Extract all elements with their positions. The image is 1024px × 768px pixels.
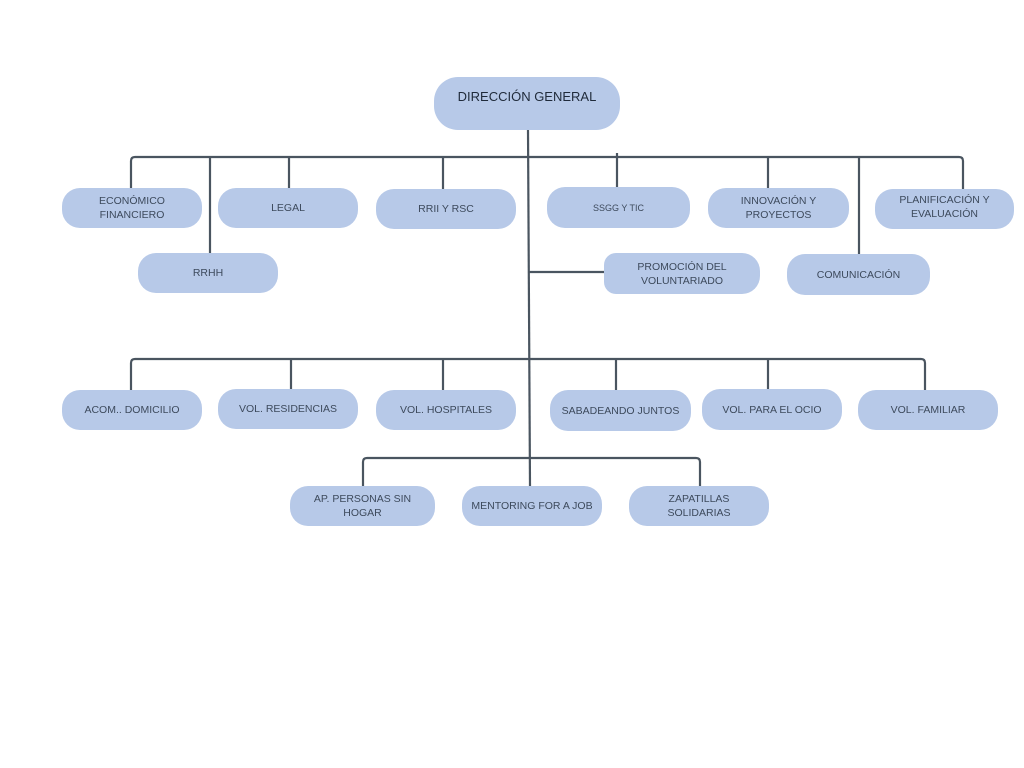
- node-vol-hospitales: VOL. HOSPITALES: [376, 390, 516, 430]
- programs2-bus: [361, 456, 702, 486]
- node-zapatillas: ZAPATILLAS SOLIDARIAS: [629, 486, 769, 526]
- node-label: ACOM.. DOMICILIO: [84, 404, 180, 416]
- node-innovacion: INNOVACIÓN Y PROYECTOS: [708, 188, 849, 228]
- node-rrhh: RRHH: [138, 253, 278, 293]
- node-label: VOL. PARA EL OCIO: [722, 403, 822, 416]
- node-label: VOL. FAMILIAR: [890, 404, 966, 416]
- node-sin-hogar: AP. PERSONAS SIN HOGAR: [290, 486, 435, 526]
- level1-bus: [129, 155, 965, 189]
- node-label: ECONÓMICO FINANCIERO: [99, 195, 165, 221]
- node-direccion-general: DIRECCIÓN GENERAL: [434, 77, 620, 130]
- trunk-line: [526, 129, 532, 487]
- node-label: SSGG Y TIC: [592, 202, 645, 213]
- node-vol-familiar: VOL. FAMILIAR: [858, 390, 998, 430]
- node-rrii: RRII Y RSC: [376, 189, 516, 229]
- node-label: PROMOCIÓN DEL VOLUNTARIADO: [637, 260, 727, 287]
- node-label: PLANIFICACIÓN Y EVALUACIÓN: [899, 194, 990, 220]
- node-sabadeando: SABADEANDO JUNTOS: [550, 390, 691, 431]
- programs-bus: [129, 357, 927, 390]
- node-label: LEGAL: [271, 202, 305, 214]
- node-ssgg: SSGG Y TIC: [547, 187, 690, 228]
- node-label: VOL. HOSPITALES: [399, 404, 492, 416]
- node-promocion: PROMOCIÓN DEL VOLUNTARIADO: [604, 253, 760, 294]
- node-legal: LEGAL: [218, 188, 358, 228]
- node-label: RRHH: [192, 267, 224, 279]
- node-vol-residencias: VOL. RESIDENCIAS: [218, 389, 358, 429]
- node-label: INNOVACIÓN Y PROYECTOS: [740, 195, 817, 221]
- node-label: COMUNICACIÓN: [816, 268, 901, 281]
- node-label: VOL. RESIDENCIAS: [238, 403, 338, 415]
- node-comunicacion: COMUNICACIÓN: [787, 254, 930, 295]
- node-label: DIRECCIÓN GENERAL: [457, 89, 597, 104]
- node-label: ZAPATILLAS SOLIDARIAS: [667, 493, 731, 519]
- node-label: RRII Y RSC: [418, 203, 474, 215]
- node-label: SABADEANDO JUNTOS: [561, 404, 680, 417]
- node-label: MENTORING FOR A JOB: [471, 500, 593, 512]
- node-acom-domicilio: ACOM.. DOMICILIO: [62, 390, 202, 430]
- node-mentoring: MENTORING FOR A JOB: [462, 486, 602, 526]
- node-label: AP. PERSONAS SIN HOGAR: [313, 493, 412, 519]
- node-vol-ocio: VOL. PARA EL OCIO: [702, 389, 842, 430]
- node-planificacion: PLANIFICACIÓN Y EVALUACIÓN: [875, 189, 1014, 229]
- node-economico: ECONÓMICO FINANCIERO: [62, 188, 202, 228]
